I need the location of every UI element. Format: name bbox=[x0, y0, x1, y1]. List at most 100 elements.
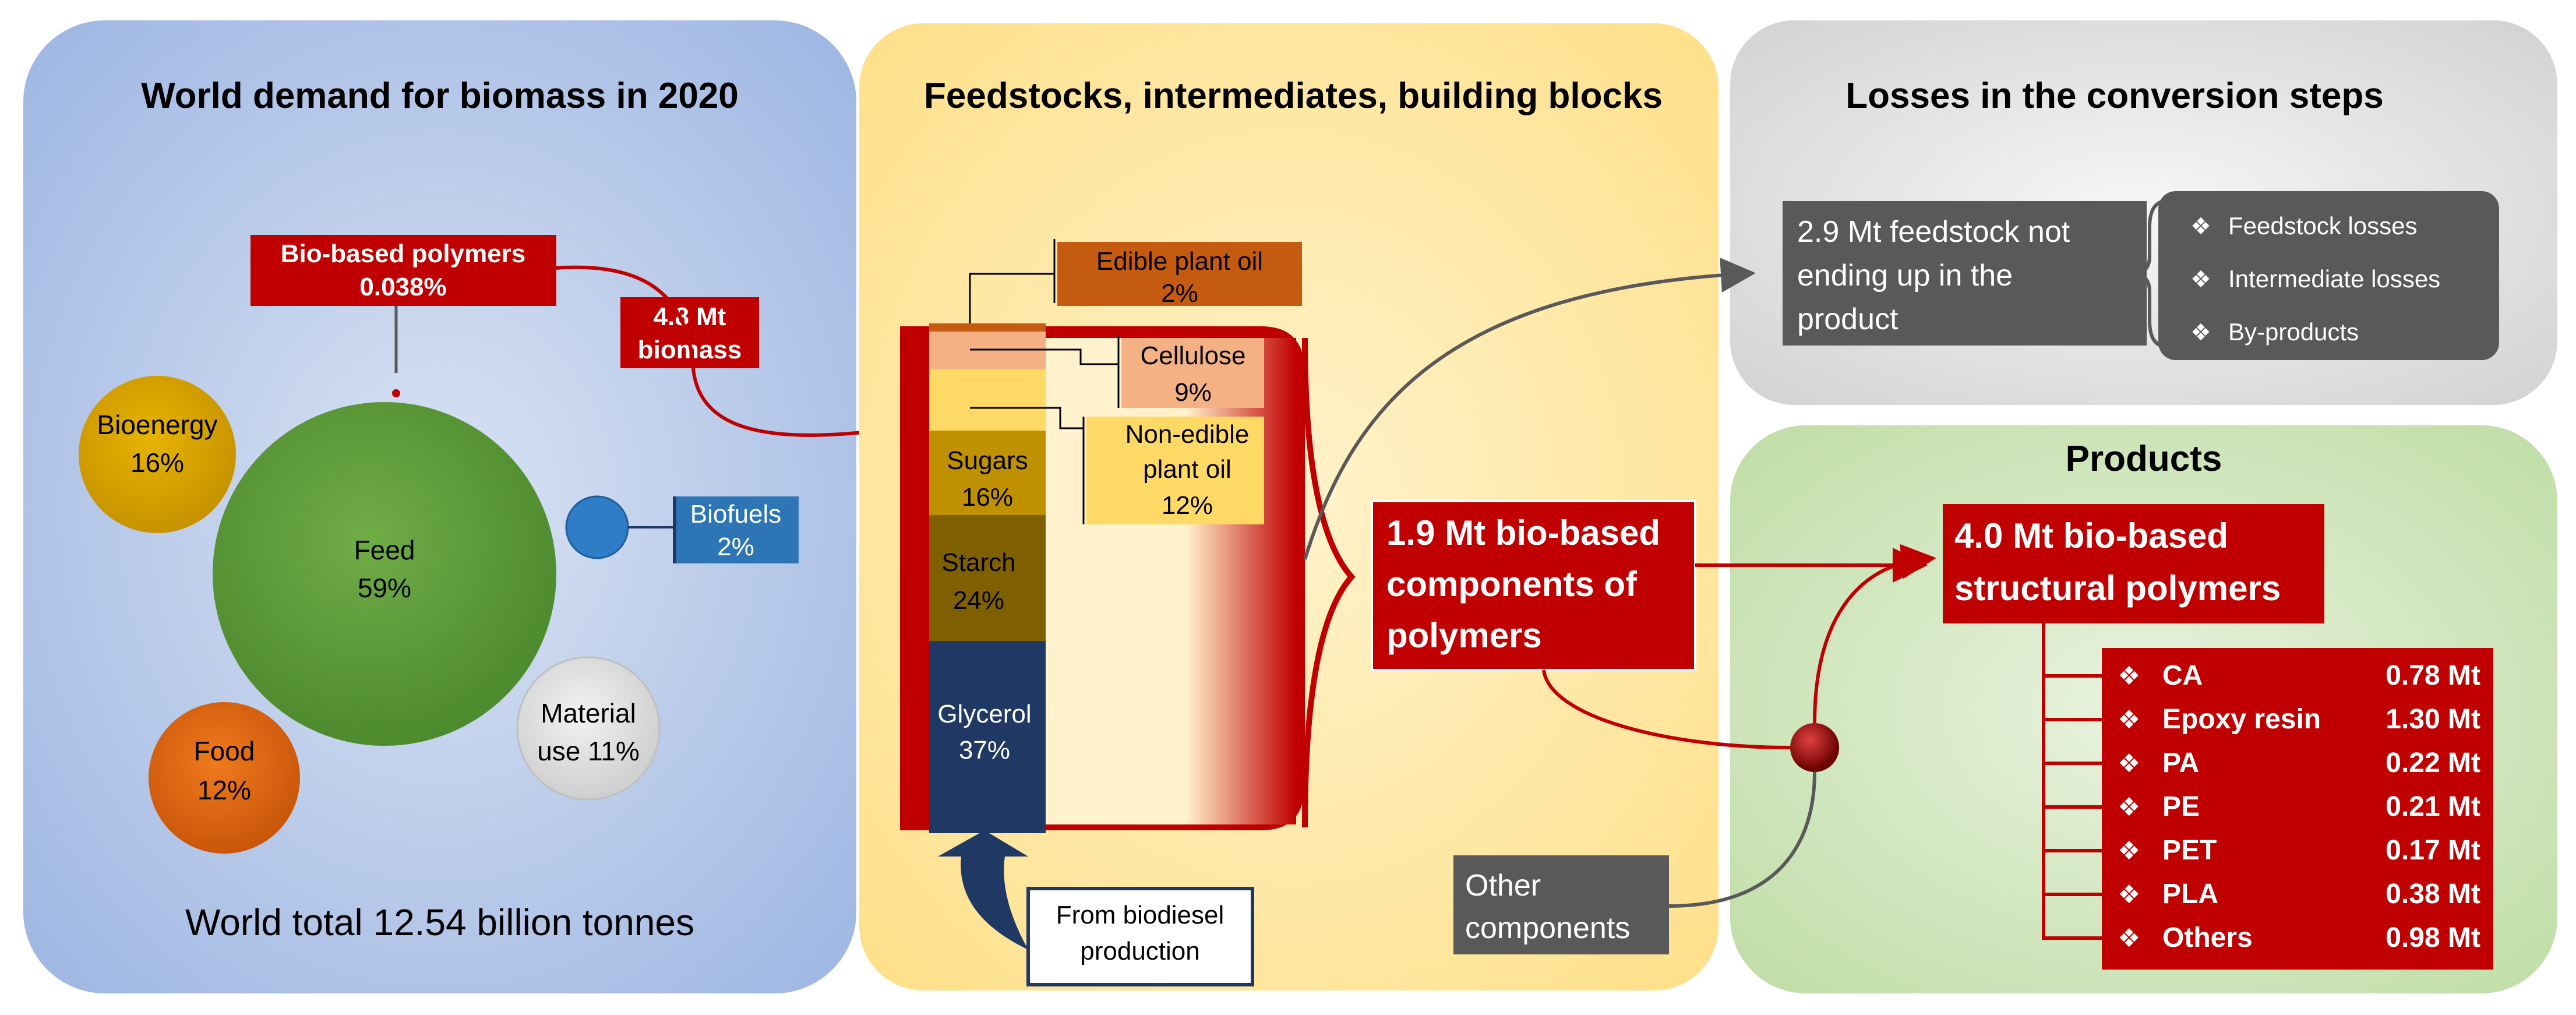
edible-oil-label: Edible plant oil bbox=[1096, 247, 1263, 276]
polymer-row-name: PA bbox=[2162, 748, 2199, 778]
panel-products: Products 4.0 Mt bio-based structural pol… bbox=[1730, 425, 2557, 993]
loss-item-bullet-2: ❖ bbox=[2190, 267, 2211, 292]
losses-line3: product bbox=[1797, 302, 1899, 336]
polymer-row-value: 0.38 Mt bbox=[2386, 879, 2480, 910]
polymer-row-value: 0.21 Mt bbox=[2386, 791, 2480, 822]
non-edible-value: 12% bbox=[1162, 491, 1213, 520]
losses-line2: ending up in the bbox=[1797, 259, 2013, 292]
callout-biomass: 4.8 Mt biomass bbox=[620, 297, 759, 368]
stack-segments bbox=[929, 323, 1046, 833]
polymer-row-bullet: ❖ bbox=[2118, 793, 2140, 822]
non-edible-label-1: Non-edible bbox=[1125, 420, 1250, 449]
polymer-row-value: 0.78 Mt bbox=[2386, 660, 2480, 691]
segment-sugars bbox=[929, 431, 1046, 515]
bubble-bioenergy-value: 16% bbox=[130, 447, 184, 478]
box-losses: 2.9 Mt feedstock not ending up in the pr… bbox=[1783, 201, 2147, 346]
components-line3: polymers bbox=[1386, 616, 1542, 655]
merge-node bbox=[1790, 723, 1839, 772]
bubble-biofuels: Biofuels 2% bbox=[565, 495, 799, 563]
segment-glycerol-value: 37% bbox=[959, 736, 1010, 764]
callout-edible-oil: Edible plant oil 2% bbox=[969, 239, 1302, 323]
cellulose-label: Cellulose bbox=[1141, 341, 1246, 370]
arrow-to-losses bbox=[1303, 258, 1756, 560]
line-other-to-node bbox=[1668, 771, 1816, 908]
callout-bio-polymers: Bio-based polymers 0.038% bbox=[250, 235, 556, 397]
biodiesel-line1: From biodiesel bbox=[1056, 901, 1225, 929]
polymer-row-bullet: ❖ bbox=[2118, 837, 2140, 865]
brace-losses bbox=[2132, 199, 2168, 348]
polymer-row-bullet: ❖ bbox=[2118, 924, 2140, 953]
polymer-row-name: PET bbox=[2162, 835, 2217, 866]
segment-sugars-value: 16% bbox=[962, 483, 1013, 512]
non-edible-label-2: plant oil bbox=[1143, 455, 1231, 484]
other-line2: components bbox=[1465, 911, 1630, 945]
polymer-row-value: 0.98 Mt bbox=[2386, 922, 2480, 953]
bubble-feed: Feed 59% bbox=[213, 402, 556, 746]
bubble-food: Food 12% bbox=[149, 702, 300, 854]
segment-non-edible-oil bbox=[929, 369, 1046, 431]
arrow-from-biodiesel bbox=[938, 830, 1028, 950]
segment-edible-oil bbox=[929, 323, 1046, 332]
bubble-material-value: use 11% bbox=[537, 736, 640, 766]
polymer-row-name: PLA bbox=[2162, 879, 2218, 910]
biofuels-label: Biofuels bbox=[690, 500, 782, 528]
cellulose-value: 9% bbox=[1174, 378, 1212, 407]
polymer-row-name: Epoxy resin bbox=[2162, 704, 2321, 735]
polymer-row-bullet: ❖ bbox=[2118, 706, 2140, 734]
bubble-food-label: Food bbox=[194, 736, 255, 766]
connectors bbox=[1303, 258, 1936, 908]
bubble-feed-label: Feed bbox=[354, 535, 415, 565]
arrow-node-to-polymers bbox=[1813, 544, 1936, 724]
polymers-line1: 4.0 Mt bio-based bbox=[1954, 516, 2228, 555]
list-losses: ❖ Feedstock losses ❖ Intermediate losses… bbox=[2158, 191, 2499, 360]
bubble-food-value: 12% bbox=[197, 775, 251, 805]
callout-cellulose: Cellulose 9% bbox=[970, 335, 1264, 408]
polymer-row-value: 0.17 Mt bbox=[2386, 835, 2480, 866]
panel-title-losses: Losses in the conversion steps bbox=[1845, 76, 2383, 116]
components-line2: components of bbox=[1386, 565, 1638, 604]
panel-title-feedstocks: Feedstocks, intermediates, building bloc… bbox=[924, 76, 1663, 116]
polymer-row-name: Others bbox=[2162, 922, 2253, 953]
biodiesel-line2: production bbox=[1080, 937, 1199, 965]
segment-starch-label: Starch bbox=[941, 548, 1015, 577]
loss-item-1: Feedstock losses bbox=[2228, 212, 2417, 239]
box-other-components: Other components bbox=[1453, 855, 1669, 954]
polymers-line2: structural polymers bbox=[1954, 569, 2281, 608]
edible-oil-value: 2% bbox=[1161, 279, 1198, 308]
polymer-row-value: 0.22 Mt bbox=[2386, 748, 2480, 778]
callout-non-edible-oil: Non-edible plant oil 12% bbox=[970, 407, 1264, 524]
polymer-row-name: CA bbox=[2162, 660, 2203, 691]
losses-line1: 2.9 Mt feedstock not bbox=[1797, 215, 2070, 249]
panel-title-demand: World demand for biomass in 2020 bbox=[141, 76, 739, 116]
segment-sugars-label: Sugars bbox=[947, 446, 1028, 475]
loss-item-bullet-1: ❖ bbox=[2190, 214, 2211, 239]
loss-item-bullet-3: ❖ bbox=[2190, 320, 2211, 346]
bubble-feed-value: 59% bbox=[358, 573, 411, 603]
panel-world-demand: World demand for biomass in 2020 Bioener… bbox=[23, 20, 874, 993]
line-components-to-node bbox=[1542, 669, 1791, 749]
panel-losses: Losses in the conversion steps 2.9 Mt fe… bbox=[1730, 20, 2557, 405]
biofuels-value: 2% bbox=[717, 533, 754, 561]
box-bio-components: 1.9 Mt bio-based components of polymers bbox=[1371, 500, 1696, 671]
bio-polymers-value: 0.038% bbox=[359, 273, 446, 301]
world-total: World total 12.54 billion tonnes bbox=[185, 901, 694, 943]
segment-starch bbox=[929, 515, 1046, 641]
bubble-material-use: Material use 11% bbox=[516, 656, 661, 801]
box-structural-polymers: 4.0 Mt bio-based structural polymers bbox=[1943, 504, 2324, 623]
biomass-amount: 4.8 Mt bbox=[654, 302, 726, 331]
polymer-row-name: PE bbox=[2162, 791, 2200, 822]
polymer-row-bullet: ❖ bbox=[2118, 662, 2140, 690]
segment-glycerol bbox=[929, 641, 1046, 833]
flow-line-biomass bbox=[556, 265, 874, 437]
segment-glycerol-label: Glycerol bbox=[937, 700, 1031, 728]
segment-starch-value: 24% bbox=[953, 586, 1004, 615]
polymer-row-bullet: ❖ bbox=[2118, 880, 2140, 909]
panel-title-products: Products bbox=[2066, 439, 2222, 479]
polymer-row-bullet: ❖ bbox=[2118, 749, 2140, 778]
brace-right bbox=[1302, 337, 1356, 828]
loss-item-2: Intermediate losses bbox=[2228, 265, 2440, 292]
other-line1: Other bbox=[1465, 869, 1541, 903]
tree-lines bbox=[2042, 623, 2102, 940]
